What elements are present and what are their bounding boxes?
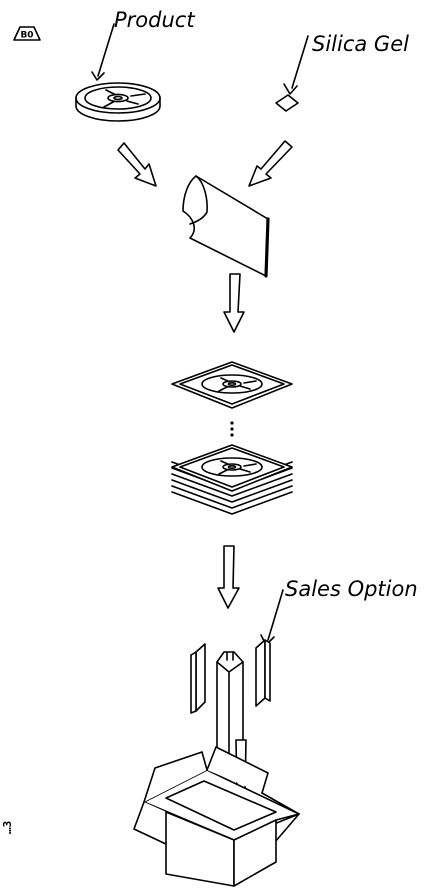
sales-option-label: Sales Option (285, 577, 418, 601)
silica-leader-arrow (283, 35, 309, 95)
side-code-mark: …3 (1, 821, 14, 834)
arrow-product-to-bag (117, 142, 157, 187)
product-reel-icon (75, 82, 161, 122)
stacked-bagged-reels-icon (171, 444, 293, 515)
sales-option-leader-arrow (260, 589, 284, 646)
arrow-bag-to-bagged-reel (223, 273, 245, 333)
bagged-reel-icon (171, 361, 293, 409)
product-label: Product (114, 8, 195, 32)
arrow-stack-to-box (217, 545, 240, 609)
continuation-dots (230, 421, 234, 437)
b0-badge: B0 (13, 26, 41, 41)
arrow-silica-to-bag (248, 140, 293, 187)
corner-protector-right-icon (255, 639, 271, 707)
corner-protector-left-icon (190, 643, 206, 714)
silica-gel-packet-icon (275, 94, 299, 112)
badge-text: B0 (20, 31, 33, 41)
side-code-text: …3 (1, 821, 14, 834)
product-leader-arrow (91, 23, 115, 81)
silica-gel-label: Silica Gel (312, 32, 409, 56)
cardboard-box-icon (133, 746, 300, 887)
moisture-barrier-bag-icon (182, 175, 270, 278)
